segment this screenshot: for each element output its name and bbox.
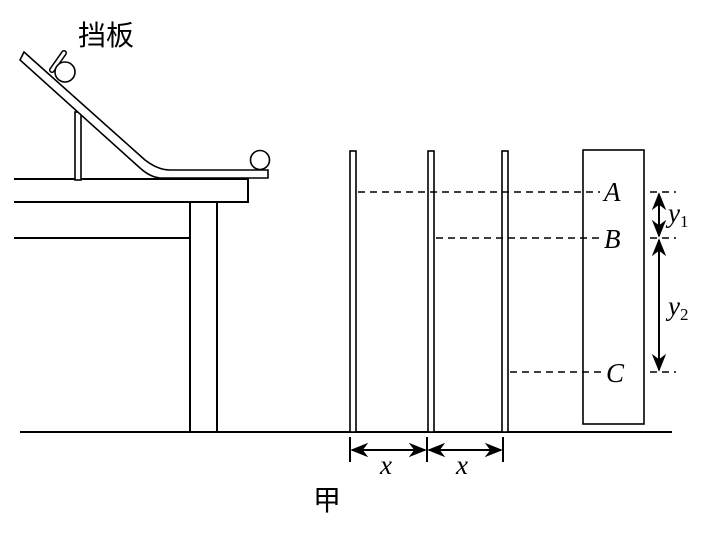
- spacing-1-label: x: [379, 450, 392, 480]
- post-2: [427, 150, 435, 433]
- ball-on-ramp: [54, 61, 76, 83]
- record-board: [582, 149, 645, 425]
- y2-label: y2: [665, 291, 688, 324]
- post-1: [349, 150, 357, 433]
- y1-label: y1: [665, 198, 688, 231]
- table: [14, 178, 249, 432]
- ramp-support: [74, 111, 82, 181]
- post-3: [501, 150, 509, 433]
- point-b-label: B: [604, 224, 621, 254]
- point-c-label: C: [606, 358, 625, 388]
- x-dimension: [349, 437, 504, 462]
- ramp-track: [19, 50, 269, 179]
- spacing-2-label: x: [455, 450, 468, 480]
- ball-at-track-end: [249, 149, 271, 171]
- figure-label: 甲: [313, 484, 341, 517]
- baffle-label: 挡板: [78, 19, 134, 52]
- point-a-label: A: [602, 177, 621, 207]
